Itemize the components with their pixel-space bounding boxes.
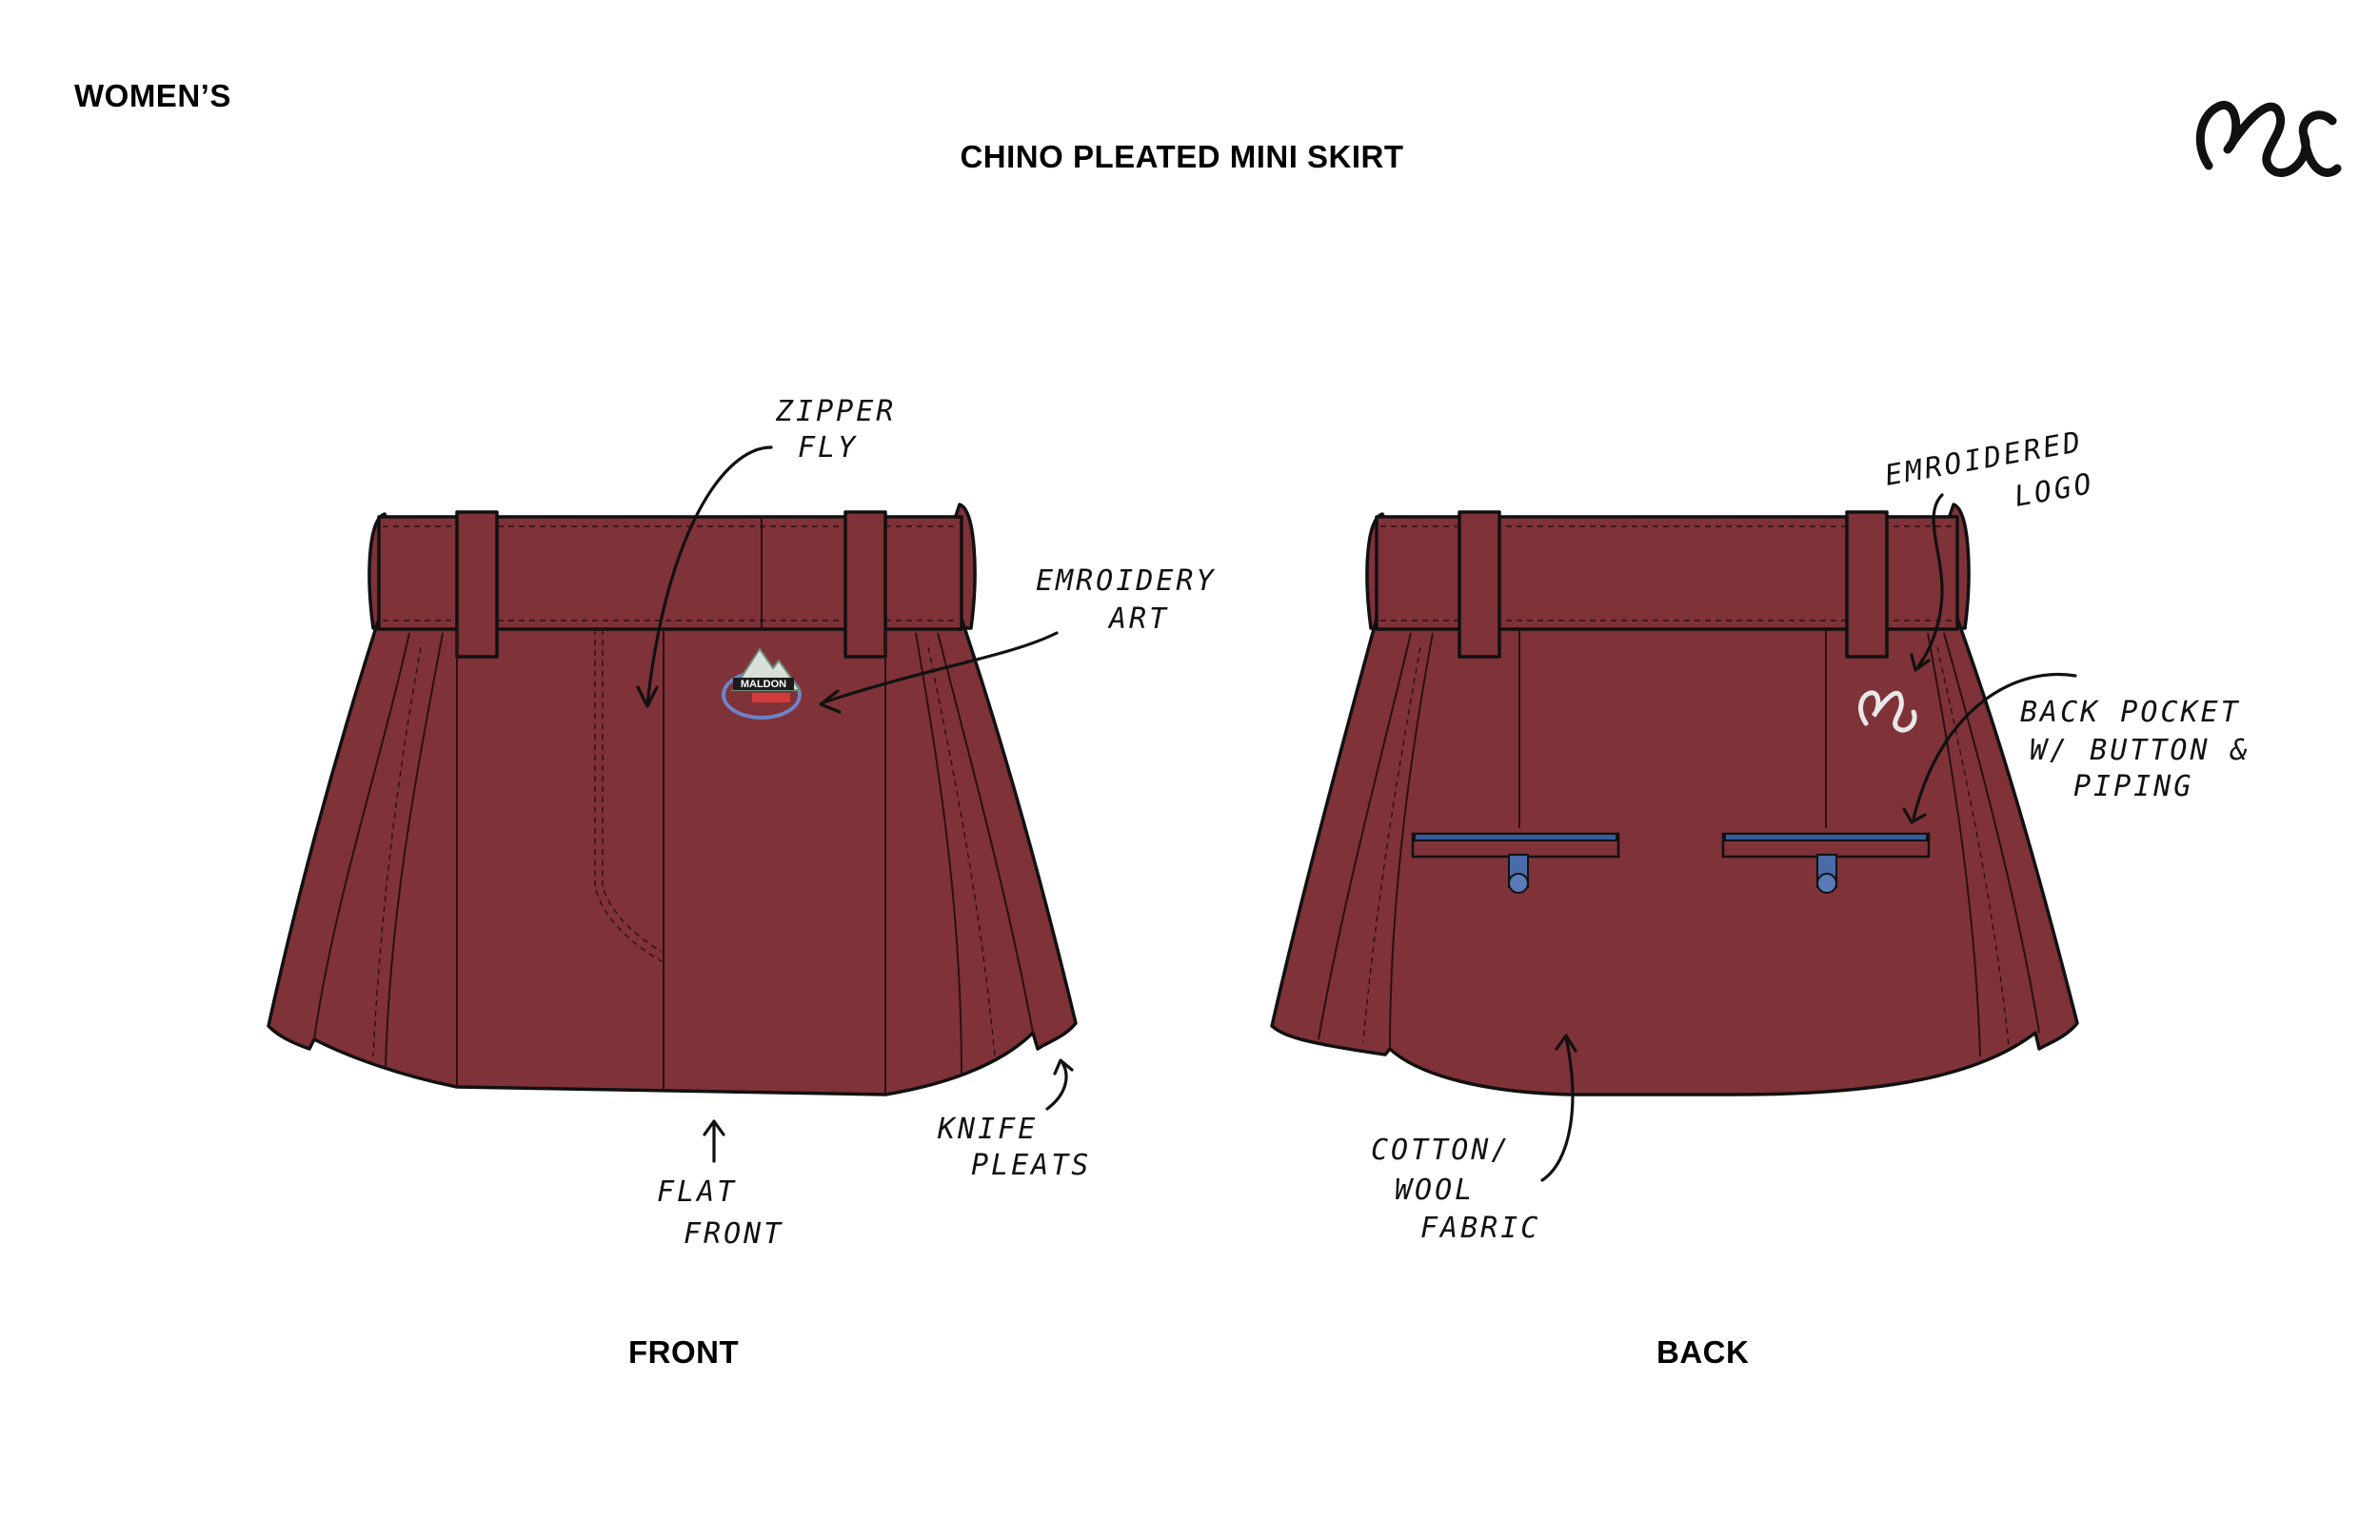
back-view-label: BACK xyxy=(1656,1334,1750,1370)
note-logo-2: LOGO xyxy=(2012,467,2096,514)
note-flat-front-2: FRONT xyxy=(684,1217,783,1251)
note-fabric-3: FABRIC xyxy=(1420,1212,1540,1245)
front-skirt: MALDON xyxy=(267,503,1078,1096)
note-pocket-2: W/ BUTTON & xyxy=(2030,734,2251,767)
note-embroidery-2: ART xyxy=(1107,602,1169,636)
category-label: WOMEN’S xyxy=(74,78,231,113)
annotation-arrows xyxy=(636,445,2077,1182)
front-view-label: FRONT xyxy=(628,1334,740,1370)
emblem-text: MALDON xyxy=(741,679,786,690)
back-belt-loop-left xyxy=(1458,510,1501,659)
note-embroidery-1: EMROIDERY xyxy=(1036,564,1217,598)
back-pocket-right xyxy=(1721,832,1931,894)
front-belt-loop-right xyxy=(843,510,887,659)
note-flat-front-1: FLAT xyxy=(657,1175,737,1209)
back-skirt-body xyxy=(1270,617,2079,1096)
brand-logo xyxy=(2195,101,2342,177)
note-pocket-1: BACK POCKET xyxy=(2020,696,2241,729)
note-pocket-3: PIPING xyxy=(2073,770,2193,803)
back-embroidered-logo xyxy=(1858,690,1917,733)
back-skirt xyxy=(1270,503,2079,1096)
note-zipper-1: ZIPPER xyxy=(775,395,896,428)
note-fabric-2: WOOL xyxy=(1395,1174,1475,1207)
note-knife-pleats-2: PLEATS xyxy=(971,1149,1091,1182)
page-title: CHINO PLEATED MINI SKIRT xyxy=(960,139,1404,174)
note-knife-pleats-1: KNIFE xyxy=(937,1113,1038,1146)
back-pocket-left xyxy=(1411,832,1620,894)
back-belt-loop-right xyxy=(1845,510,1889,659)
note-zipper-2: FLY xyxy=(798,431,858,464)
note-fabric-1: COTTON/ xyxy=(1371,1134,1511,1167)
embroidered-emblem: MALDON xyxy=(722,647,802,720)
front-belt-loop-left xyxy=(455,510,499,659)
